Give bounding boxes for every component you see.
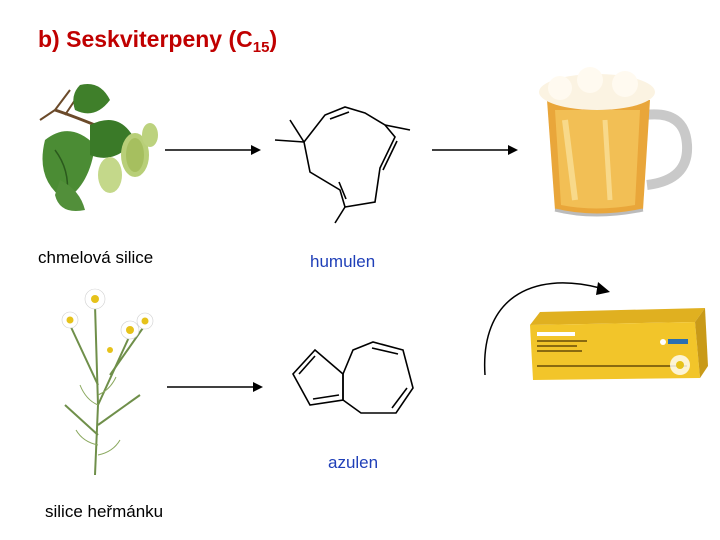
hop-plant-image: [39, 84, 158, 211]
chamomile-oil-label: silice heřmánku: [45, 502, 164, 521]
curved-arrow-azulene-to-product: [483, 282, 610, 376]
arrow-hop-to-humulene: [165, 145, 261, 155]
humulene-label: humulen: [310, 252, 376, 271]
slide-title: b) Seskviterpeny (C15): [38, 26, 278, 56]
azulene-label: azulen: [328, 453, 379, 472]
azulen-product-box-image: [530, 308, 708, 380]
arrow-chamomile-to-azulene: [167, 382, 263, 392]
azulene-structure: [292, 341, 414, 414]
arrow-humulene-to-beer: [432, 145, 518, 155]
humulene-structure: [274, 106, 411, 224]
chamomile-plant-image: [61, 288, 154, 476]
hop-oil-label: chmelová silice: [38, 248, 154, 267]
beer-mug-image: [539, 67, 693, 217]
